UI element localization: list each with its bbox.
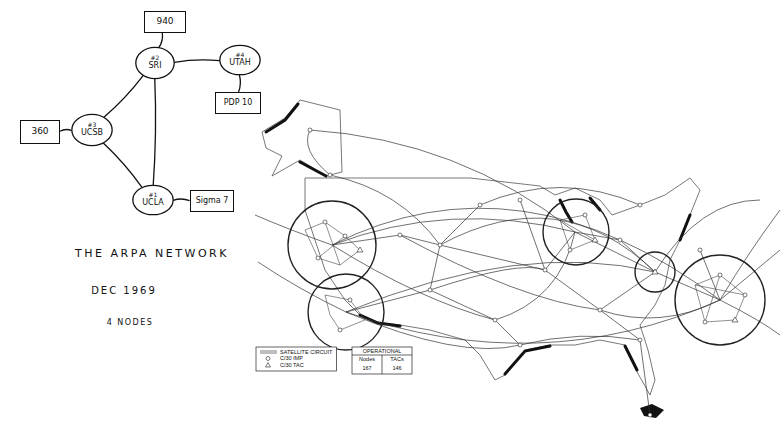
inset-circle [288,199,765,350]
network-link [174,60,220,62]
node-number: #3 [88,122,97,129]
title: THE ARPA NETWORK [75,248,229,260]
network-link [239,75,241,92]
table-cell: 167 [362,365,371,371]
date: DEC 1969 [91,285,157,296]
table-cell: Nodes [359,356,375,362]
host-circle: #2SRI [135,46,175,80]
network-link [104,75,143,117]
tac-marker [357,237,738,322]
coastline [262,100,700,395]
node-name: PDP 10 [224,99,253,108]
host-circle: #4UTAH [219,44,261,76]
operational-table [352,347,412,374]
computer-box: 360 [20,120,60,144]
table-cell: 146 [392,365,401,371]
legend-sample [260,351,277,367]
node-name: UCSB [81,129,103,138]
table-header: OPERATIONAL [363,348,402,354]
imp-marker [308,128,747,417]
node-number: #4 [236,52,245,59]
node-name: UCLA [142,199,164,208]
table-cell: TACs [390,356,403,362]
computer-box: PDP 10 [215,92,261,114]
computer-box: 940 [144,11,186,33]
network-link [103,143,142,188]
network-circuits [255,130,780,415]
node-count: 4 NODES [107,319,154,328]
legend-box [256,347,336,371]
coast-highlight [266,104,690,374]
network-link [153,79,155,186]
host-circle: #3UCSB [71,113,113,147]
node-number: #2 [151,55,160,62]
computer-box: Sigma 7 [190,190,235,212]
network-link [60,129,72,131]
network-link [173,199,189,201]
host-circle: #1UCLA [132,184,174,216]
node-name: SRI [149,62,162,71]
inset-links [305,215,745,330]
node-name: 360 [31,127,48,137]
legend-text: SATELLITE CIRCUIT [280,349,332,355]
legend-text: C/30 TAC [280,362,304,368]
node-number: #1 [149,192,158,199]
node-name: 940 [156,17,173,27]
legend-text: C/30 IMP [280,355,303,361]
islands [640,404,664,418]
node-name: UTAH [229,59,251,68]
network-link [159,33,163,48]
node-name: Sigma 7 [196,197,229,206]
